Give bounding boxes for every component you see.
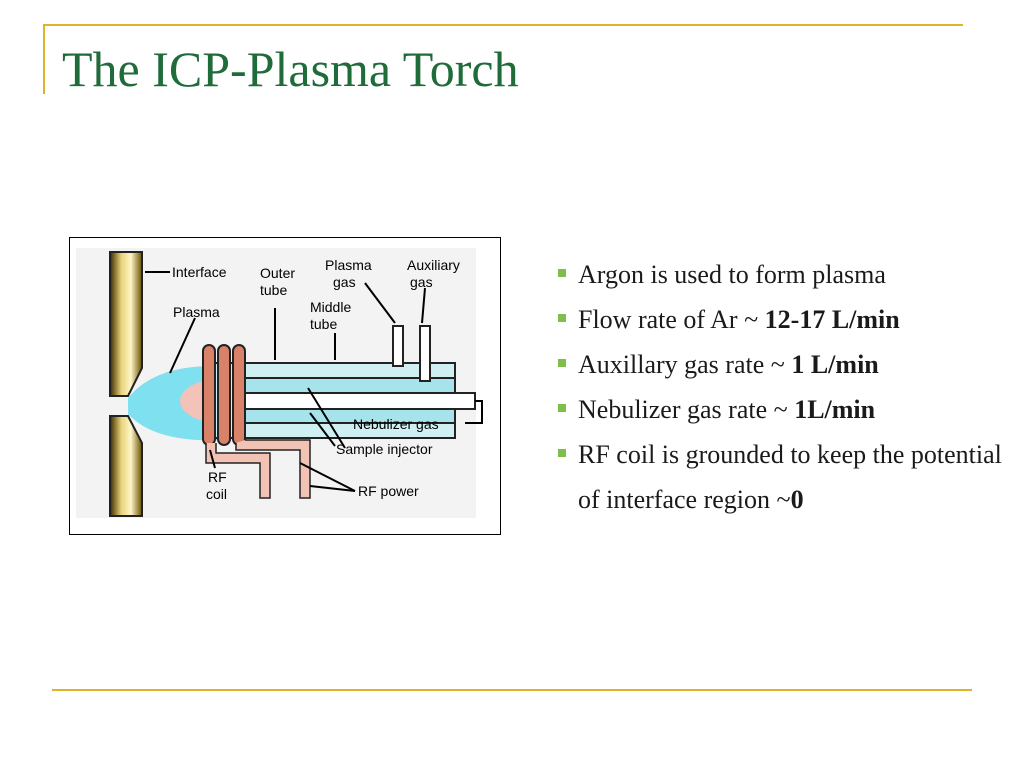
bullet-bold: 1L/min <box>794 395 876 424</box>
bullet-text: Nebulizer gas rate ~ <box>578 395 795 424</box>
rf-coil-turn-3 <box>232 344 246 446</box>
label-plasma-gas-line-1: Plasma <box>325 257 372 273</box>
sample-injector-tube <box>244 392 476 410</box>
bullet-bold: 0 <box>790 485 804 514</box>
bullet-bold: 12-17 L/min <box>764 305 900 334</box>
top-rule <box>43 24 963 26</box>
rf-lead-2 <box>235 439 311 499</box>
label-rf-power: RF power <box>358 483 419 499</box>
bullet-item: Nebulizer gas rate ~ 1L/min <box>556 387 1016 432</box>
bullet-marker <box>558 314 566 322</box>
label-auxiliary-gas-line-2: gas <box>410 274 433 290</box>
label-auxiliary-gas-line-1: Auxiliary <box>407 257 460 273</box>
bullet-text: RF coil is grounded to keep the potentia… <box>578 440 1002 514</box>
rf-lead-1 <box>205 443 271 499</box>
bullet-marker <box>558 404 566 412</box>
bullet-text: Auxillary gas rate ~ <box>578 350 792 379</box>
label-plasma: Plasma <box>173 304 220 320</box>
bullet-text: Argon is used to form plasma <box>578 260 886 289</box>
leader-lines <box>145 271 483 492</box>
bullet-item: Flow rate of Ar ~ 12-17 L/min <box>556 297 1016 342</box>
label-outer-tube-line-2: tube <box>260 282 287 298</box>
plasma-gas-inlet <box>392 325 404 367</box>
bullet-item: Argon is used to form plasma <box>556 252 1016 297</box>
label-outer-tube-line-1: Outer <box>260 265 295 281</box>
label-middle-tube-line-2: tube <box>310 316 337 332</box>
bullet-bold: 1 L/min <box>791 350 879 379</box>
label-sample-injector: Sample injector <box>336 441 433 457</box>
bullet-list: Argon is used to form plasma Flow rate o… <box>556 252 1016 522</box>
bullet-text: Flow rate of Ar ~ <box>578 305 765 334</box>
label-interface: Interface <box>172 264 227 280</box>
bottom-rule <box>52 689 972 691</box>
rf-coil-turn-1 <box>202 344 216 446</box>
interface-cone-bottom <box>109 415 143 517</box>
rf-coil-turn-2 <box>217 344 231 446</box>
interface-cone-top <box>109 251 143 397</box>
bullet-item: Auxillary gas rate ~ 1 L/min <box>556 342 1016 387</box>
left-rule <box>43 24 45 94</box>
label-plasma-gas-line-2: gas <box>333 274 356 290</box>
auxiliary-gas-inlet <box>419 325 431 382</box>
label-rf-coil-line-2: coil <box>206 486 227 502</box>
bullet-marker <box>558 269 566 277</box>
diagram-labels: Interface Outer tube Plasma gas Auxiliar… <box>172 257 460 502</box>
torch-illustration: Interface Outer tube Plasma gas Auxiliar… <box>76 248 483 518</box>
bullet-marker <box>558 449 566 457</box>
label-middle-tube-line-1: Middle <box>310 299 351 315</box>
bullet-item: RF coil is grounded to keep the potentia… <box>556 432 1016 522</box>
label-rf-coil-line-1: RF <box>208 469 227 485</box>
label-nebulizer-gas: Nebulizer gas <box>353 416 439 432</box>
bullet-marker <box>558 359 566 367</box>
slide-title: The ICP-Plasma Torch <box>62 41 519 97</box>
icp-torch-diagram: Interface Outer tube Plasma gas Auxiliar… <box>69 237 501 535</box>
